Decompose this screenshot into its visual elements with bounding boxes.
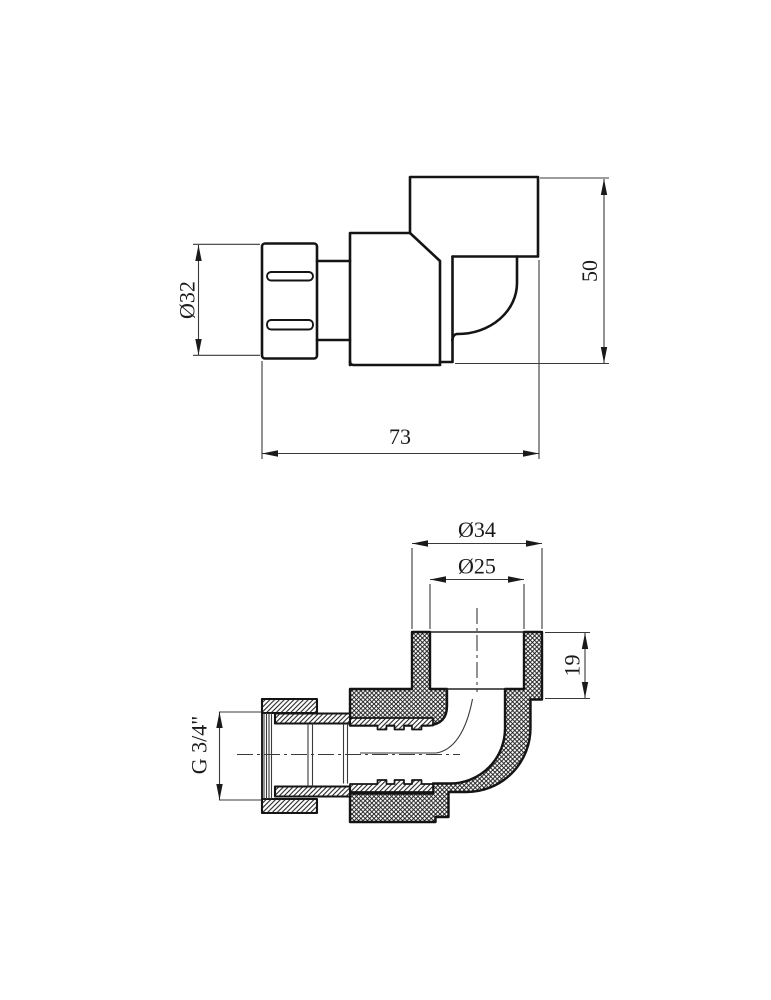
dim-nut-diameter: Ø32 (175, 243, 260, 356)
insert-joint-edges (342, 723, 349, 784)
nut-chamfer-groove-top (266, 271, 314, 282)
internal-thread-lines (263, 713, 273, 799)
dim-label-socket-outer: Ø34 (458, 517, 496, 542)
shoulder-chamfer-edge (408, 231, 442, 364)
insert-wall-bottom (349, 779, 434, 793)
arrowhead-right (508, 576, 524, 583)
arrowhead-right (523, 450, 539, 457)
dim-height: 50 (455, 177, 609, 365)
arrowhead-up (600, 179, 608, 195)
arrowhead-left (412, 540, 428, 547)
stem-wall-bottom (273, 785, 352, 798)
body-and-port-outline (348, 175, 540, 367)
arrowhead-left (430, 576, 446, 583)
arrowhead-up (195, 245, 202, 261)
dim-socket-outer: Ø34 (411, 517, 543, 629)
arrowhead-up (581, 633, 589, 649)
dim-socket-bore: Ø25 (429, 554, 525, 629)
arrowhead-down (195, 339, 202, 355)
arrowhead-right (526, 540, 542, 547)
insert-wall-top (349, 717, 434, 731)
stem-wall-top (273, 712, 352, 725)
arrowhead-down (216, 784, 223, 800)
dim-label-length: 73 (389, 424, 411, 449)
section-view: Ø34 Ø25 19 (187, 517, 590, 824)
body-section-right (348, 630, 544, 824)
neck-edges (315, 259, 352, 342)
nut-section-top (260, 697, 319, 715)
dim-label-nut-diameter: Ø32 (175, 281, 200, 319)
nut-section-bottom (260, 797, 319, 815)
nut-chamfer-groove-bottom (266, 319, 314, 331)
dim-socket-depth: 19 (545, 631, 590, 700)
body-right-face-and-bottom (348, 255, 454, 367)
arrowhead-left (262, 450, 278, 457)
elbow-inner-edge (451, 255, 519, 342)
body-section-upper-left (348, 630, 449, 727)
dim-label-height: 50 (577, 260, 602, 282)
arrowhead-down (581, 682, 589, 698)
dim-label-socket-depth: 19 (560, 655, 585, 677)
arrowhead-up (216, 712, 223, 728)
side-view: Ø32 50 73 (175, 175, 609, 459)
arrowhead-down (600, 347, 608, 363)
union-nut-outline (260, 242, 319, 360)
bore-silhouette-edge (360, 698, 474, 754)
dim-length: 73 (261, 260, 540, 459)
dim-label-thread: G 3/4" (187, 716, 212, 774)
dim-label-socket-bore: Ø25 (458, 554, 496, 579)
dim-thread: G 3/4" (187, 711, 261, 801)
